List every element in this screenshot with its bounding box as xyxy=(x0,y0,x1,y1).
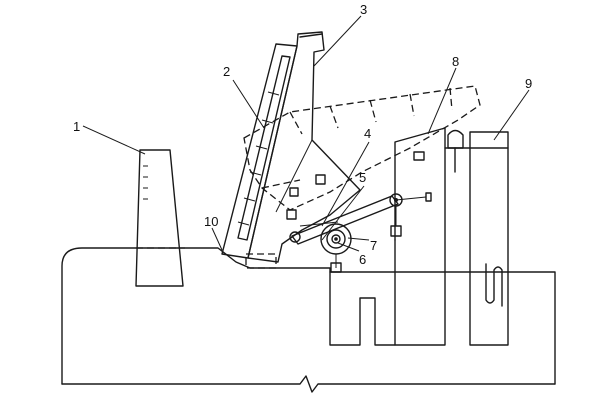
label-3: 3 xyxy=(360,2,367,17)
right-bracket xyxy=(394,127,446,346)
link-rod-assembly xyxy=(286,174,432,245)
label-6: 6 xyxy=(359,252,366,267)
label-8: 8 xyxy=(452,54,459,69)
base-platform xyxy=(61,247,556,393)
inclined-frame xyxy=(221,43,298,259)
drive-wheel xyxy=(320,223,396,346)
label-9: 9 xyxy=(525,76,532,91)
left-post xyxy=(135,149,184,287)
label-4: 4 xyxy=(364,126,371,141)
label-5: 5 xyxy=(359,170,366,185)
tilting-chute xyxy=(247,31,361,263)
alternate-position-outline xyxy=(243,85,481,269)
label-7: 7 xyxy=(370,238,377,253)
part-labels: 1 2 3 4 5 6 7 8 9 10 xyxy=(73,2,532,267)
label-10: 10 xyxy=(204,214,218,229)
right-tower xyxy=(444,129,509,346)
label-1: 1 xyxy=(73,119,80,134)
label-2: 2 xyxy=(223,64,230,79)
leader-lines xyxy=(82,15,530,252)
